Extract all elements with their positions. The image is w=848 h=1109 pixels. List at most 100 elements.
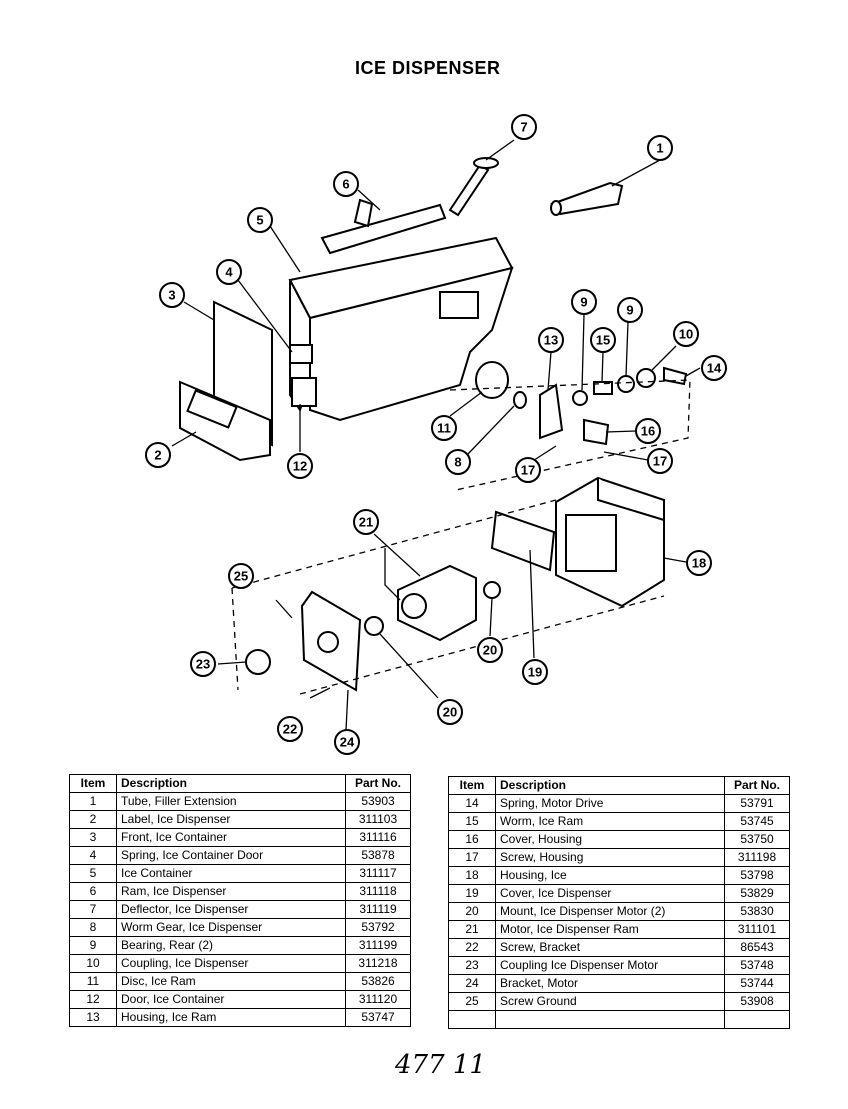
- label-part: [179, 380, 271, 462]
- cell-description: Bracket, Motor: [495, 974, 725, 993]
- cell-item: 15: [448, 812, 496, 831]
- cell-description: Ram, Ice Dispenser: [116, 882, 346, 901]
- cell-item: 24: [448, 974, 496, 993]
- callout-number: 3: [168, 288, 175, 303]
- cell-description: Screw, Bracket: [495, 938, 725, 957]
- callout-number: 9: [580, 295, 587, 310]
- cell-part-no: 53748: [724, 956, 790, 975]
- callout-number: 17: [521, 463, 535, 478]
- cell-part-no: 311198: [724, 848, 790, 867]
- cell-item: 2: [69, 810, 117, 829]
- callout-15: 15: [590, 327, 616, 353]
- cell-description: Coupling, Ice Dispenser: [116, 954, 346, 973]
- callout-16: 16: [635, 418, 661, 444]
- cell-part-no: 311101: [724, 920, 790, 939]
- cell-description: Mount, Ice Dispenser Motor (2): [495, 902, 725, 921]
- cell-item: 3: [69, 828, 117, 847]
- callout-17a: 17: [515, 457, 541, 483]
- motor-bracket-parts: [245, 590, 362, 699]
- ram-part: [320, 198, 447, 255]
- cell-item: 23: [448, 956, 496, 975]
- cell-part-no: 53903: [345, 792, 411, 811]
- cell-item: 4: [69, 846, 117, 865]
- cell-description: Cover, Ice Dispenser: [495, 884, 725, 903]
- callout-number: 21: [359, 515, 373, 530]
- cell-part-no: 53908: [724, 992, 790, 1011]
- callout-20a: 20: [477, 637, 503, 663]
- cell-part-no: 53798: [724, 866, 790, 885]
- callout-9b: 9: [617, 297, 643, 323]
- cell-description: Screw, Housing: [495, 848, 725, 867]
- cell-description: Ice Container: [116, 864, 346, 883]
- cell-part-no: 311116: [345, 828, 411, 847]
- callout-24: 24: [334, 729, 360, 755]
- cell-part-no: 53791: [724, 794, 790, 813]
- cell-description: Door, Ice Container: [116, 990, 346, 1009]
- header-description: Description: [495, 776, 725, 795]
- cell-item: 12: [69, 990, 117, 1009]
- cell-part-no: 53826: [345, 972, 411, 991]
- callout-number: 20: [483, 643, 497, 658]
- cell-description: Housing, Ice: [495, 866, 725, 885]
- cell-item: 18: [448, 866, 496, 885]
- handwritten-note: 477 11: [395, 1050, 486, 1080]
- callout-number: 19: [528, 665, 542, 680]
- callout-number: 12: [293, 459, 307, 474]
- callout-18: 18: [686, 550, 712, 576]
- disc-and-worm-parts: [475, 361, 527, 409]
- exploded-parts-diagram: 1 2 3 4 5 6 7 8 9 9 10 11 12 13 14 15 16…: [145, 114, 727, 755]
- callout-number: 7: [520, 120, 527, 135]
- callout-number: 24: [340, 735, 355, 750]
- cell-item: 13: [69, 1008, 117, 1027]
- callout-number: 5: [256, 213, 263, 228]
- callout-12: 12: [287, 453, 313, 479]
- cell-part-no: 311120: [345, 990, 411, 1009]
- cell-description: Spring, Ice Container Door: [116, 846, 346, 865]
- cell-description: Spring, Motor Drive: [495, 794, 725, 813]
- header-part-no: Part No.: [345, 774, 411, 793]
- callout-14: 14: [701, 355, 727, 381]
- callout-22: 22: [277, 716, 303, 742]
- cell-item: 1: [69, 792, 117, 811]
- callout-number: 15: [596, 333, 610, 348]
- callout-2: 2: [145, 442, 171, 468]
- callout-1: 1: [647, 135, 673, 161]
- cell-item: 20: [448, 902, 496, 921]
- motor-part: [384, 548, 477, 642]
- header-item: Item: [448, 776, 496, 795]
- spring-and-door-parts: [289, 344, 317, 407]
- callout-number: 11: [437, 421, 451, 436]
- table-header-row: Item Description Part No.: [448, 776, 790, 795]
- filler-tube-part: [550, 181, 624, 216]
- ice-housing-part: [555, 476, 665, 608]
- cell-item: 9: [69, 936, 117, 955]
- callout-number: 18: [692, 556, 706, 571]
- table-row: [448, 1010, 790, 1029]
- header-description: Description: [116, 774, 346, 793]
- callout-10: 10: [673, 321, 699, 347]
- cell-part-no: 53747: [345, 1008, 411, 1027]
- cell-item: 19: [448, 884, 496, 903]
- cell-description: [495, 1010, 725, 1029]
- callout-5: 5: [247, 207, 273, 233]
- cell-description: Housing, Ice Ram: [116, 1008, 346, 1027]
